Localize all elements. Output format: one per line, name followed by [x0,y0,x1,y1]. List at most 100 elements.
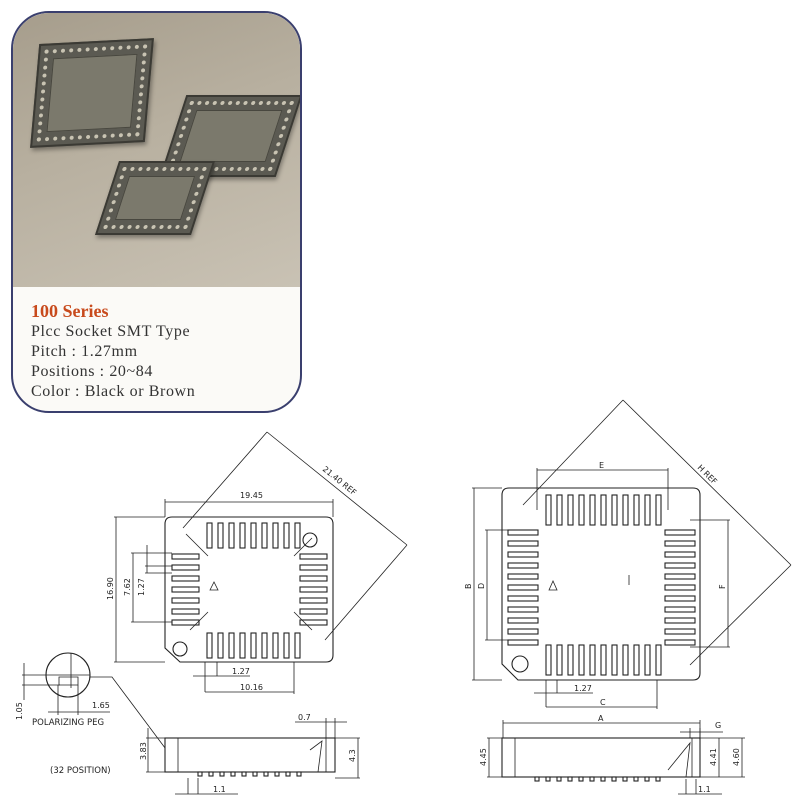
pin [567,644,574,676]
pin [241,771,247,777]
pin [263,771,269,777]
dim-side-4-41: 4.41 [709,748,718,766]
pin [507,639,539,646]
pin [567,776,573,782]
pin [664,551,696,558]
pin [545,644,552,676]
pin [507,606,539,613]
pin [556,644,563,676]
pin [507,617,539,624]
pin [664,606,696,613]
product-card: 100 Series Plcc Socket SMT Type Pitch : … [11,11,302,413]
pin [534,776,540,782]
pin [644,644,651,676]
dim-side-4-60: 4.60 [732,748,741,766]
pin [600,776,606,782]
pin [219,771,225,777]
pin [611,644,618,676]
pin [230,771,236,777]
pin [299,586,328,593]
pin [294,632,301,659]
pin [633,644,640,676]
pin [664,584,696,591]
pin [507,584,539,591]
pin [299,553,328,560]
pin [545,494,552,526]
pin [283,522,290,549]
product-positions: Positions : 20~84 [31,363,153,380]
pin [299,564,328,571]
position-label: (32 POSITION) [50,766,111,776]
product-type: Plcc Socket SMT Type [31,323,191,340]
dim-pitch-h: 1.27 [232,667,250,676]
product-color: Color : Black or Brown [31,383,196,400]
pin [622,644,629,676]
dim-D: D [477,583,486,589]
pin [507,628,539,635]
pin [171,575,200,582]
pin [250,632,257,659]
dim-pitch-v: 1.27 [137,578,146,596]
pin [664,617,696,624]
pin [217,522,224,549]
pin [611,494,618,526]
pin [299,597,328,604]
pin [206,522,213,549]
pin [283,632,290,659]
pin [217,632,224,659]
pin [285,771,291,777]
left-side-view: 3.83 0.7 4.3 1.1 [139,713,360,795]
pin [171,564,200,571]
pin [228,522,235,549]
pin [299,619,328,626]
pin [171,597,200,604]
dim-A: A [598,714,604,723]
dim-row-span: 7.62 [123,578,132,596]
pin [633,494,640,526]
pin [507,595,539,602]
dim-col-span: 10.16 [240,683,263,692]
pin [171,586,200,593]
pin [589,776,595,782]
pin [252,771,258,777]
dim-diagonal: 21.40 REF [321,465,359,498]
pin [239,632,246,659]
pin [507,540,539,547]
pin [664,573,696,580]
pin [655,644,662,676]
pin [600,494,607,526]
pin [206,632,213,659]
dim-side-total: 4.3 [348,749,357,762]
dim-G: G [715,721,721,730]
left-top-view: 19.45 16.90 7.62 1.27 21.40 REF 1.27 10.… [106,431,408,694]
pin [622,494,629,526]
dim-peg-height: 1.05 [15,702,24,720]
series-title: 100 Series [31,301,109,321]
polarizing-peg-label: POLARIZING PEG [32,718,104,728]
pin [644,494,651,526]
dim-side-height: 3.83 [139,742,148,760]
pin [664,540,696,547]
pin [664,562,696,569]
pin [507,529,539,536]
pin [299,575,328,582]
pin [261,632,268,659]
pin [655,776,661,782]
pin [633,776,639,782]
pin [274,771,280,777]
dim-width: 19.45 [240,491,263,500]
pin [589,494,596,526]
pin [664,595,696,602]
pin [664,639,696,646]
pin [611,776,617,782]
pin [171,553,200,560]
pin [600,644,607,676]
dim-side-4-45: 4.45 [479,748,488,766]
right-side-view: A G 4.45 4.41 4.60 1.1 [479,714,745,795]
pin [644,776,650,782]
pin [664,529,696,536]
pin [261,522,268,549]
pin [507,551,539,558]
dim-C: C [600,698,606,707]
